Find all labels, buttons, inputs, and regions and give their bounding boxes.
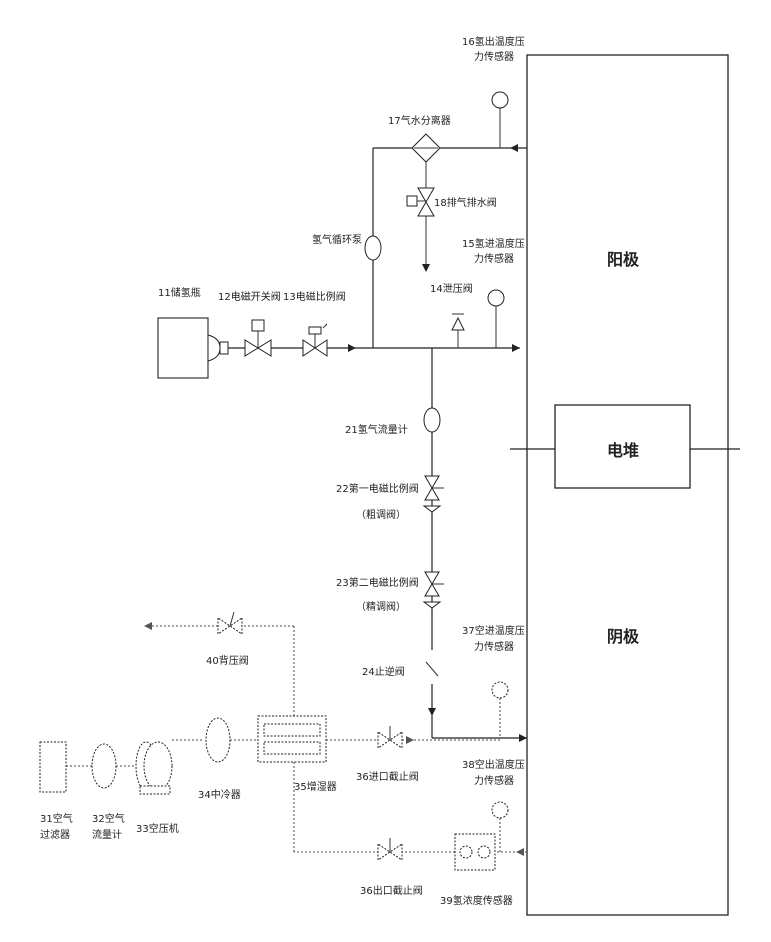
inlet-sensor-label-2: 力传感器 bbox=[474, 252, 514, 265]
air-outlet-arrow bbox=[516, 848, 524, 856]
air-filter-icon bbox=[40, 742, 66, 792]
air-outlet-sensor-label-2: 力传感器 bbox=[474, 774, 514, 787]
back-pressure-valve-icon bbox=[218, 612, 242, 634]
air-inlet-valve-label: 36进口截止阀 bbox=[356, 770, 419, 783]
prop-valve-1-label-2: （粗调阀） bbox=[356, 508, 406, 521]
switch-valve-label: 12电磁开关阀 bbox=[218, 290, 281, 303]
prop-valve-2-label-1: 23第二电磁比例阀 bbox=[336, 576, 419, 589]
branch-down-arrow bbox=[428, 708, 436, 716]
exhaust-arrow bbox=[144, 622, 152, 630]
prop-valve-2-icon bbox=[424, 572, 444, 608]
pressure-relief-label: 14泄压阀 bbox=[430, 282, 473, 295]
air-inlet-sensor-label-2: 力传感器 bbox=[474, 640, 514, 653]
hydrogen-inlet-arrow bbox=[512, 344, 520, 352]
inlet-sensor-label-1: 15氢进温度压 bbox=[462, 237, 525, 250]
air-inlet-sensor-icon bbox=[492, 682, 508, 698]
pressure-relief-valve-icon bbox=[452, 314, 464, 330]
air-outlet-valve-label: 36出口截止阀 bbox=[360, 884, 423, 897]
air-inlet-valve-icon bbox=[378, 726, 402, 748]
drain-valve-label: 18排气排水阀 bbox=[434, 196, 497, 209]
recirc-pump-icon bbox=[365, 236, 381, 260]
drain-arrow bbox=[422, 264, 430, 272]
separator-label: 17气水分离器 bbox=[388, 114, 451, 127]
outlet-sensor-label-1: 16氢出温度压 bbox=[462, 35, 525, 48]
hydrogen-tank-label: 11储氢瓶 bbox=[158, 286, 201, 299]
prop-valve-1-label-1: 22第一电磁比例阀 bbox=[336, 482, 419, 495]
air-filter-label-2: 过滤器 bbox=[40, 828, 70, 841]
back-pressure-valve-label: 40背压阀 bbox=[206, 654, 249, 667]
outlet-sensor-icon bbox=[492, 92, 508, 108]
recirc-pump-label: 氢气循环泵 bbox=[312, 233, 362, 246]
separator-icon bbox=[412, 134, 440, 162]
air-flow-meter-icon bbox=[92, 744, 116, 788]
outlet-sensor-label-2: 力传感器 bbox=[474, 50, 514, 63]
air-flow-meter-label-1: 32空气 bbox=[92, 812, 125, 825]
h2-concentration-sensor-icon bbox=[455, 834, 495, 870]
air-outlet-sensor-label-1: 38空出温度压 bbox=[462, 758, 525, 771]
intercooler-label: 34中冷器 bbox=[198, 788, 241, 801]
air-outlet-sensor-icon bbox=[492, 802, 508, 818]
air-inlet-flow-arrow bbox=[406, 736, 414, 744]
h2-flow-meter-label: 21氢气流量计 bbox=[345, 423, 408, 436]
inlet-sensor-icon bbox=[488, 290, 504, 306]
air-inlet-arrow bbox=[519, 734, 527, 742]
hydrogen-flow-arrow bbox=[348, 344, 356, 352]
h2-proportional-valve-icon bbox=[303, 324, 327, 356]
check-valve-label: 24止逆阀 bbox=[362, 665, 405, 678]
prop-valve-2-label-2: （精调阀） bbox=[356, 600, 406, 613]
air-inlet-sensor-label-1: 37空进温度压 bbox=[462, 624, 525, 637]
compressor-icon bbox=[136, 742, 172, 794]
h2-concentration-label: 39氢浓度传感器 bbox=[440, 894, 513, 907]
stack-label: 电堆 bbox=[607, 441, 639, 460]
compressor-label: 33空压机 bbox=[136, 822, 179, 835]
anode-label: 阳极 bbox=[607, 250, 640, 269]
h2-flow-meter-icon bbox=[424, 408, 440, 432]
air-outlet-valve-icon bbox=[378, 838, 402, 860]
check-valve-icon bbox=[426, 650, 438, 684]
intercooler-icon bbox=[206, 718, 230, 762]
cathode-label: 阴极 bbox=[607, 627, 640, 646]
humidifier-label: 35增湿器 bbox=[294, 780, 337, 793]
hydrogen-tank bbox=[158, 318, 228, 378]
drain-valve-icon bbox=[407, 188, 434, 216]
h2-proportional-valve-label: 13电磁比例阀 bbox=[283, 290, 346, 303]
air-flow-meter-label-2: 流量计 bbox=[92, 828, 122, 841]
prop-valve-1-icon bbox=[424, 476, 444, 512]
switch-valve-icon bbox=[245, 320, 271, 356]
air-filter-label-1: 31空气 bbox=[40, 812, 73, 825]
anode-outlet-arrow bbox=[510, 144, 518, 152]
humidifier-icon bbox=[258, 716, 326, 762]
